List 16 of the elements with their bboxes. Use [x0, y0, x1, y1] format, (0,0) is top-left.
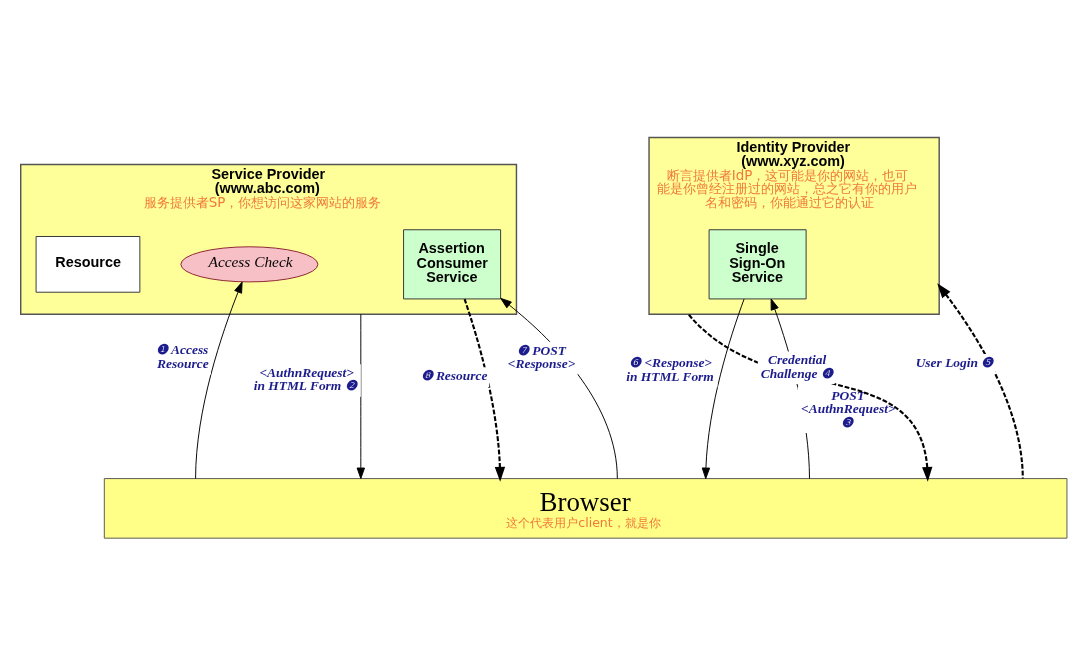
arrow	[195, 281, 243, 480]
arrow	[937, 283, 1024, 479]
edge-label: User Login ❺	[915, 355, 994, 371]
node-box: Resource	[35, 236, 141, 293]
edge-label: ❻ <Response> in HTML Form	[626, 355, 714, 384]
node-box: Assertion Consumer Service	[403, 229, 502, 300]
edge-label: Credential Challenge ❹	[760, 352, 833, 381]
edge-label: POST <AuthnRequest> ❸	[801, 387, 896, 430]
edge-label: ❶ Access Resource	[156, 342, 209, 371]
node-box: Single Sign-On Service	[708, 229, 807, 300]
node-ellipse: Access Check	[180, 246, 319, 283]
edge-label: ❽ Resource	[420, 368, 488, 384]
edge-label: ❼ POST <Response>	[507, 342, 576, 371]
arrow	[687, 313, 933, 482]
arrow	[701, 298, 745, 480]
edge-label: <AuthnRequest> in HTML Form ❷	[253, 364, 357, 394]
